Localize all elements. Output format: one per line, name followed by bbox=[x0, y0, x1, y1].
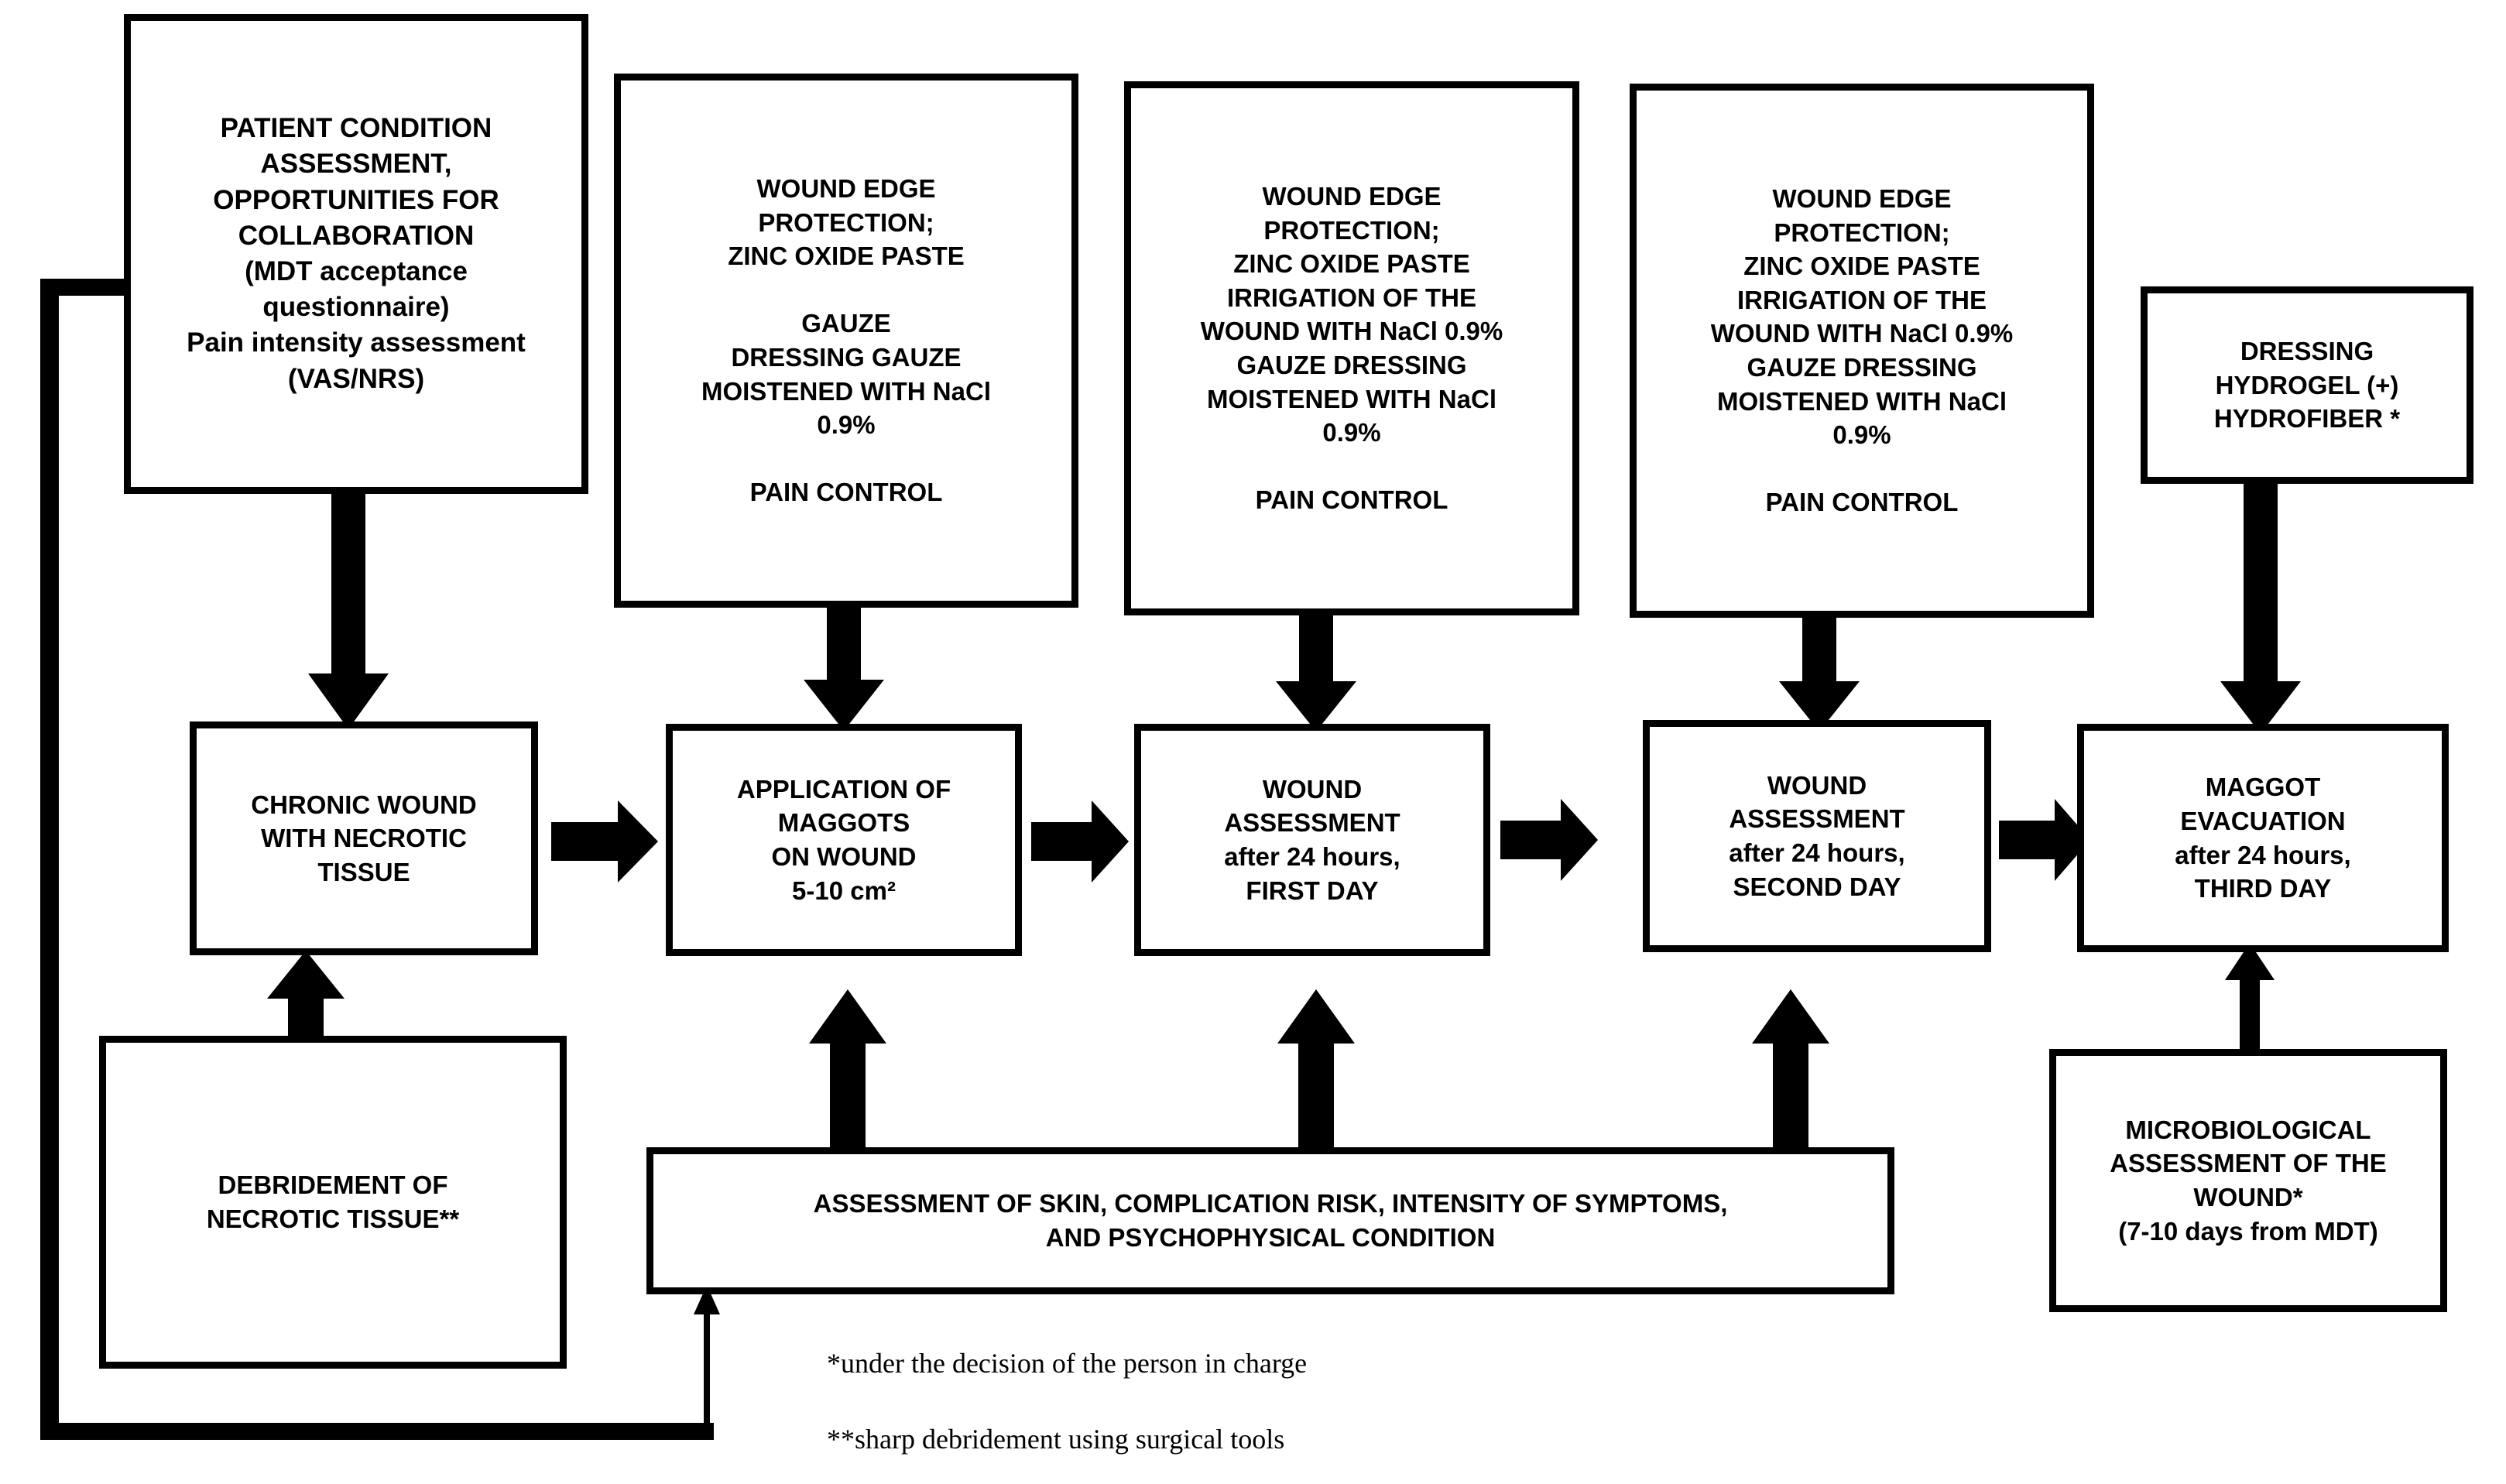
arrow-up-assessment-skin-to-day2 bbox=[1748, 989, 1833, 1153]
box-chronic-wound-label: CHRONIC WOUND WITH NECROTIC TISSUE bbox=[251, 790, 477, 886]
arrow-right-maggots-to-assessment-day1 bbox=[1031, 799, 1130, 884]
arrow-down-wound-edge-1-to-maggots bbox=[797, 596, 890, 735]
arrow-down-wound-edge-2-to-assessment-day1 bbox=[1270, 604, 1363, 735]
box-assessment-of-skin: ASSESSMENT OF SKIN, COMPLICATION RISK, I… bbox=[646, 1147, 1894, 1294]
box-microbiological-assessment-label: MICROBIOLOGICAL ASSESSMENT OF THE WOUND*… bbox=[2110, 1115, 2387, 1246]
box-application-of-maggots-label: APPLICATION OF MAGGOTS ON WOUND 5-10 cm² bbox=[736, 774, 951, 905]
box-dressing-hydrogel: DRESSING HYDROGEL (+) HYDROFIBER * bbox=[2141, 286, 2473, 484]
box-wound-assessment-first-day: WOUND ASSESSMENT after 24 hours, FIRST D… bbox=[1134, 724, 1490, 956]
arrow-right-assessment-day2-to-evacuation bbox=[1999, 797, 2092, 883]
box-patient-condition-assessment: PATIENT CONDITION ASSESSMENT, OPPORTUNIT… bbox=[124, 14, 588, 494]
box-application-of-maggots: APPLICATION OF MAGGOTS ON WOUND 5-10 cm² bbox=[666, 724, 1022, 956]
box-debridement-necrotic-tissue: DEBRIDEMENT OF NECROTIC TISSUE** bbox=[99, 1036, 567, 1369]
arrow-down-wound-edge-3-to-assessment-day2 bbox=[1773, 605, 1866, 735]
box-wound-edge-protection-1-label: WOUND EDGE PROTECTION; ZINC OXIDE PASTE … bbox=[701, 174, 991, 507]
box-wound-edge-protection-3-label: WOUND EDGE PROTECTION; ZINC OXIDE PASTE … bbox=[1710, 184, 2014, 517]
box-maggot-evacuation: MAGGOT EVACUATION after 24 hours, THIRD … bbox=[2077, 724, 2449, 952]
box-assessment-of-skin-label: ASSESSMENT OF SKIN, COMPLICATION RISK, I… bbox=[813, 1189, 1728, 1252]
box-wound-edge-protection-3: WOUND EDGE PROTECTION; ZINC OXIDE PASTE … bbox=[1630, 84, 2094, 618]
footnote-asterisk-two: **sharp debridement using surgical tools bbox=[827, 1424, 1285, 1455]
box-microbiological-assessment: MICROBIOLOGICAL ASSESSMENT OF THE WOUND*… bbox=[2049, 1049, 2447, 1312]
arrow-right-chronic-to-maggots bbox=[551, 799, 660, 884]
arrow-up-loop-to-assessment-skin bbox=[689, 1285, 725, 1440]
feedback-loop-vertical-line bbox=[40, 279, 59, 1440]
box-dressing-hydrogel-label: DRESSING HYDROGEL (+) HYDROFIBER * bbox=[2213, 337, 2401, 434]
box-wound-edge-protection-1: WOUND EDGE PROTECTION; ZINC OXIDE PASTE … bbox=[614, 74, 1078, 608]
arrow-up-assessment-skin-to-maggots bbox=[805, 989, 890, 1153]
arrow-up-microbiological-to-evacuation bbox=[2222, 943, 2278, 1059]
box-wound-assessment-first-day-label: WOUND ASSESSMENT after 24 hours, FIRST D… bbox=[1224, 774, 1400, 905]
box-wound-edge-protection-2: WOUND EDGE PROTECTION; ZINC OXIDE PASTE … bbox=[1124, 81, 1579, 615]
arrow-down-hydrogel-to-maggot-evacuation bbox=[2214, 471, 2307, 738]
box-chronic-wound: CHRONIC WOUND WITH NECROTIC TISSUE bbox=[190, 721, 538, 955]
box-debridement-necrotic-tissue-label: DEBRIDEMENT OF NECROTIC TISSUE** bbox=[206, 1170, 460, 1233]
arrow-down-patient-to-chronic-wound bbox=[302, 480, 395, 735]
box-patient-condition-assessment-label: PATIENT CONDITION ASSESSMENT, OPPORTUNIT… bbox=[187, 113, 526, 394]
box-maggot-evacuation-label: MAGGOT EVACUATION after 24 hours, THIRD … bbox=[2175, 773, 2351, 903]
box-wound-assessment-second-day-label: WOUND ASSESSMENT after 24 hours, SECOND … bbox=[1729, 770, 1905, 901]
box-wound-edge-protection-2-label: WOUND EDGE PROTECTION; ZINC OXIDE PASTE … bbox=[1200, 182, 1503, 515]
feedback-loop-bottom-line bbox=[40, 1423, 714, 1440]
arrow-up-debridement-to-chronic-wound bbox=[263, 951, 348, 1044]
arrow-right-assessment-day1-to-day2 bbox=[1500, 797, 1599, 883]
footnote-asterisk-one: *under the decision of the person in cha… bbox=[827, 1348, 1308, 1379]
arrow-up-assessment-skin-to-day1 bbox=[1274, 989, 1359, 1153]
box-wound-assessment-second-day: WOUND ASSESSMENT after 24 hours, SECOND … bbox=[1643, 720, 1991, 952]
